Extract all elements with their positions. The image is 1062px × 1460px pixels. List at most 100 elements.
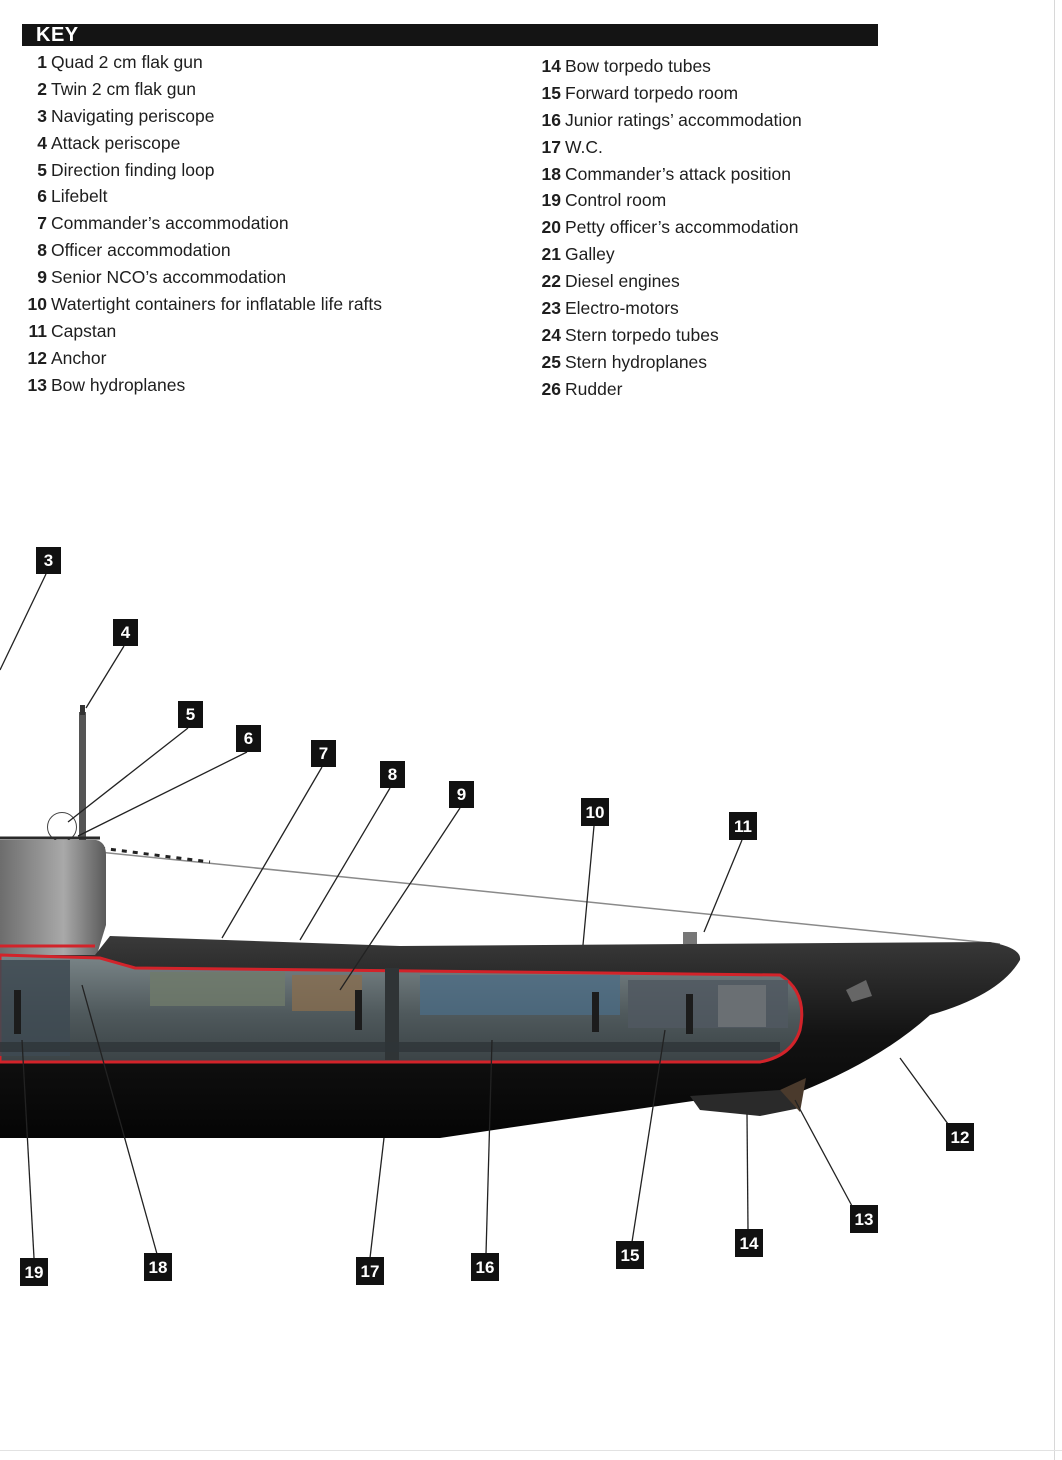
key-number: 25 <box>541 351 561 372</box>
key-label: Watertight containers for inflatable lif… <box>51 294 383 315</box>
key-number: 13 <box>27 374 47 395</box>
crew-figure <box>686 994 693 1034</box>
key-label: Diesel engines <box>565 271 680 292</box>
key-number: 16 <box>541 109 561 130</box>
key-label: Lifebelt <box>51 186 108 207</box>
callout-15: 15 <box>616 1241 644 1269</box>
key-number: 2 <box>37 78 47 99</box>
key-label: Electro-motors <box>565 298 679 319</box>
key-label: Quad 2 cm flak gun <box>51 52 203 72</box>
key-number: 6 <box>37 186 47 207</box>
callout-18: 18 <box>144 1253 172 1281</box>
callout-label: 13 <box>855 1210 874 1229</box>
crew-figure <box>355 990 362 1030</box>
galley-shelves <box>150 972 285 1006</box>
key-number: 17 <box>541 136 561 157</box>
conning-tower <box>0 840 106 958</box>
callout-label: 12 <box>951 1128 970 1147</box>
officer-quarters <box>292 975 362 1011</box>
key-label: Control room <box>565 190 667 211</box>
callout-10: 10 <box>581 798 609 826</box>
key-label: Commander’s accommodation <box>51 213 289 234</box>
callout-11: 11 <box>729 812 757 840</box>
compartment-floor <box>0 1042 780 1052</box>
callout-label: 16 <box>476 1258 495 1277</box>
capstan <box>683 932 697 944</box>
jumping-wire-beads <box>99 846 211 864</box>
callout-19: 19 <box>20 1258 48 1286</box>
key-number: 8 <box>37 240 47 261</box>
key-number: 3 <box>37 105 47 126</box>
leader-line-5 <box>67 727 189 823</box>
key-label: Junior ratings’ accommodation <box>565 109 802 130</box>
callout-label: 4 <box>121 623 131 642</box>
key-number: 15 <box>541 82 561 103</box>
torpedo-tube-block <box>718 985 766 1027</box>
key-number: 1 <box>37 52 47 72</box>
callout-label: 14 <box>740 1234 759 1253</box>
bow-hydroplane <box>690 1090 800 1116</box>
callout-12: 12 <box>946 1123 974 1151</box>
leader-line-9 <box>339 807 461 991</box>
key-label: Bow torpedo tubes <box>565 56 711 76</box>
leader-line-10 <box>582 825 595 946</box>
key-label: Capstan <box>51 320 117 341</box>
callout-4: 4 <box>113 619 138 646</box>
leader-line-18 <box>81 984 158 1255</box>
key-number: 20 <box>541 217 561 238</box>
callout-9: 9 <box>449 781 474 808</box>
key-label: Senior NCO’s accommodation <box>51 267 287 288</box>
key-label: Stern hydroplanes <box>565 351 708 372</box>
callout-3: 3 <box>36 547 61 574</box>
callout-label: 10 <box>586 803 605 822</box>
key-number: 7 <box>37 213 47 234</box>
key-number: 9 <box>37 267 47 288</box>
attack-periscope-mast <box>79 712 86 842</box>
key-number: 18 <box>541 163 561 184</box>
crew-figure <box>592 992 599 1032</box>
key-label: Navigating periscope <box>51 105 215 126</box>
crew-figure <box>14 990 21 1034</box>
key-label: Rudder <box>565 378 623 399</box>
leader-line-15 <box>631 1029 666 1243</box>
callout-label: 8 <box>388 765 397 784</box>
callout-label: 11 <box>734 817 752 836</box>
leader-line-11 <box>703 839 743 933</box>
callout-7: 7 <box>311 740 336 767</box>
callout-label: 17 <box>361 1262 380 1281</box>
leader-line-14 <box>746 1113 749 1231</box>
control-room-area <box>0 960 70 1056</box>
leader-line-6 <box>77 751 248 837</box>
callout-label: 7 <box>319 744 328 763</box>
leader-line-12 <box>899 1057 949 1125</box>
periscope-head <box>80 705 85 715</box>
key-number: 11 <box>28 320 48 341</box>
callout-5: 5 <box>178 701 203 728</box>
key-label: Commander’s attack position <box>565 163 791 184</box>
key-number: 5 <box>37 159 47 180</box>
direction-finding-loop <box>47 812 77 842</box>
callout-8: 8 <box>380 761 405 788</box>
callout-label: 6 <box>244 729 253 748</box>
leader-line-13 <box>794 1099 853 1207</box>
key-label: Twin 2 cm flak gun <box>51 78 196 99</box>
callout-label: 15 <box>621 1246 640 1265</box>
